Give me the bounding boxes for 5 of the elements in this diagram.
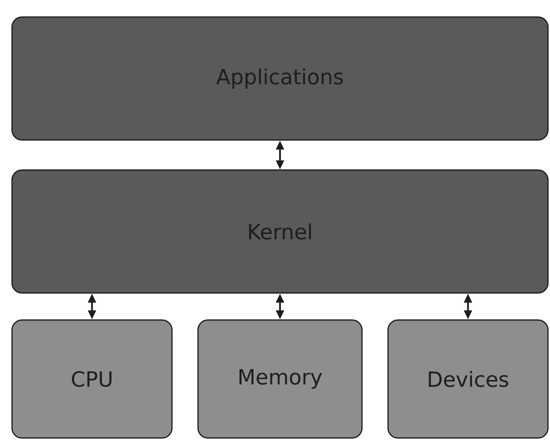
component-box: Memory — [197, 319, 363, 439]
component-box: Devices — [387, 319, 549, 439]
component-box: CPU — [11, 319, 173, 439]
layer-box: Kernel — [11, 169, 549, 294]
layer-box: Applications — [11, 16, 549, 141]
